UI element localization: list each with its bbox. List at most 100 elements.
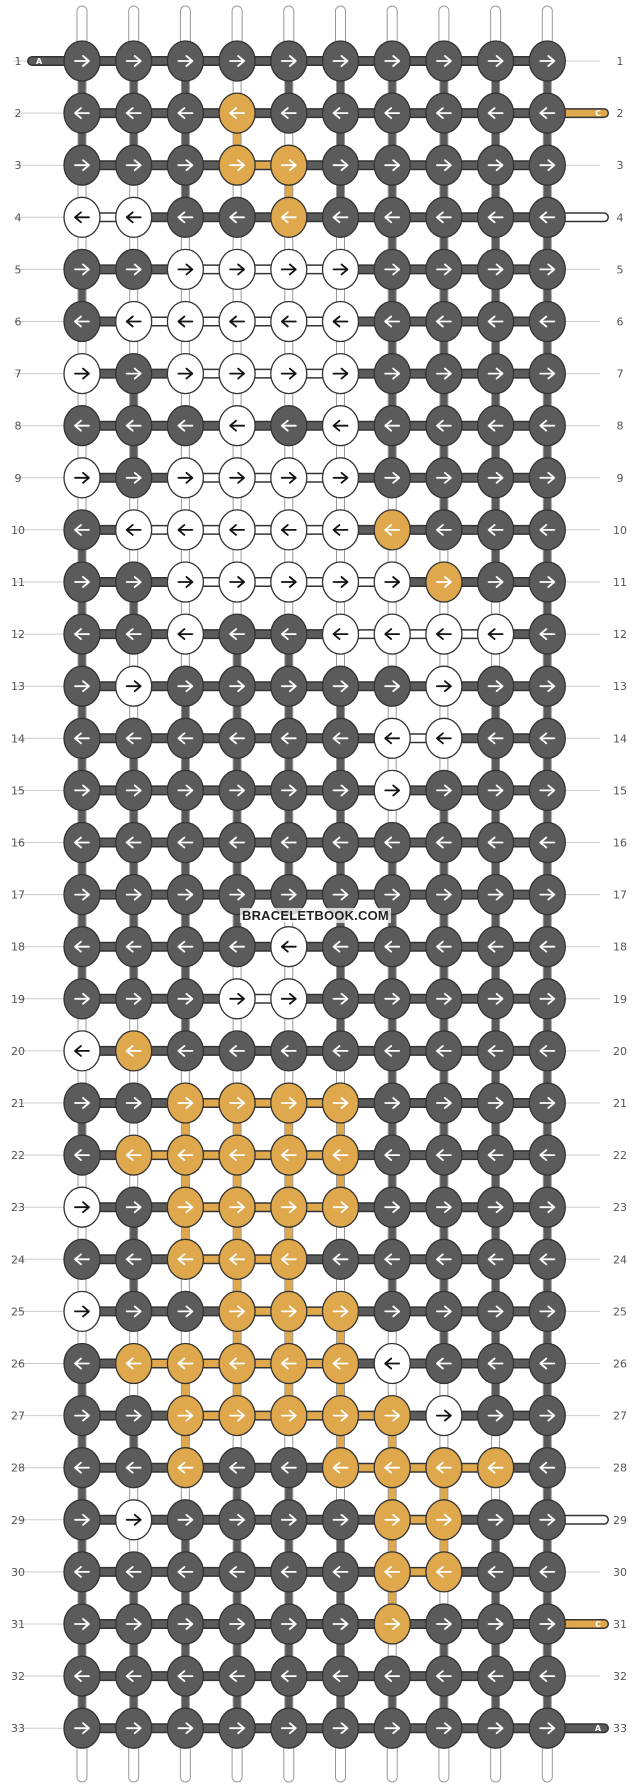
arrow-left-icon [332, 836, 349, 849]
arrow-right-icon [539, 1305, 556, 1318]
arrow-right-icon [487, 1722, 504, 1735]
arrow-right-icon [229, 784, 246, 797]
arrow-left-icon [487, 1149, 504, 1161]
arrow-left-icon [435, 1357, 452, 1370]
arrow-right-icon [280, 784, 297, 797]
arrow-left-icon [332, 107, 349, 119]
arrow-left-icon [487, 836, 504, 849]
arrow-left-icon [280, 211, 297, 224]
arrow-right-icon [384, 159, 401, 172]
arrow-left-icon [384, 107, 401, 119]
arrow-right-icon [332, 55, 349, 67]
arrow-left-icon [229, 836, 246, 849]
arrow-left-icon [280, 107, 297, 119]
arrow-left-icon [487, 1045, 504, 1057]
arrow-right-icon [487, 263, 504, 276]
arrow-right-icon [435, 1097, 452, 1109]
arrow-left-icon [487, 1253, 504, 1266]
arrow-left-icon [229, 107, 246, 119]
row-number-right: 14 [613, 732, 627, 745]
arrow-left-icon [539, 732, 556, 745]
arrow-right-icon [435, 1305, 452, 1318]
arrow-left-icon [539, 524, 556, 536]
row-number-left: 19 [11, 993, 25, 1006]
arrow-left-icon [125, 1253, 142, 1266]
arrow-left-icon [125, 1566, 142, 1578]
arrow-right-icon [229, 1618, 246, 1630]
arrow-left-icon [539, 1461, 556, 1474]
arrow-left-icon [435, 1566, 452, 1578]
arrow-left-icon [435, 732, 452, 745]
row-number-right: 9 [617, 472, 624, 485]
arrow-left-icon [435, 1461, 452, 1474]
row-number-right: 32 [613, 1670, 627, 1683]
row-number-right: 33 [613, 1722, 627, 1735]
arrow-left-icon [384, 1253, 401, 1266]
arrow-right-icon [384, 1513, 401, 1526]
row-number-left: 20 [11, 1045, 25, 1058]
arrow-right-icon [280, 1722, 297, 1735]
arrow-right-icon [332, 263, 349, 276]
watermark: BRACELETBOOK.COM [240, 908, 391, 923]
row-number-right: 23 [613, 1201, 627, 1214]
arrow-right-icon [332, 1201, 349, 1214]
arrow-right-icon [435, 367, 452, 380]
arrow-right-icon [280, 1513, 297, 1526]
arrow-right-icon [125, 1201, 142, 1214]
arrow-right-icon [332, 888, 349, 901]
arrow-right-icon [487, 576, 504, 588]
arrow-right-icon [229, 263, 246, 276]
row-number-right: 19 [613, 993, 627, 1006]
arrow-left-icon [384, 315, 401, 328]
row-number-right: 4 [617, 211, 624, 224]
arrow-left-icon [177, 732, 194, 745]
arrow-left-icon [539, 1045, 556, 1057]
arrow-right-icon [539, 1097, 556, 1109]
row-number-left: 22 [11, 1149, 25, 1162]
arrow-right-icon [332, 1618, 349, 1630]
arrow-left-icon [229, 1461, 246, 1474]
arrow-left-icon [74, 315, 90, 328]
arrow-left-icon [280, 628, 297, 640]
arrow-right-icon [280, 576, 297, 588]
arrow-left-icon [332, 419, 349, 432]
arrow-right-icon [229, 1722, 246, 1735]
arrow-right-icon [125, 1513, 142, 1526]
arrow-left-icon [229, 315, 246, 328]
arrow-right-icon [332, 784, 349, 797]
arrow-right-icon [177, 1201, 194, 1214]
arrow-right-icon [280, 471, 297, 484]
arrow-left-icon [332, 1461, 349, 1474]
row-number-right: 7 [617, 368, 624, 381]
arrow-left-icon [74, 1149, 90, 1161]
arrow-left-icon [177, 1149, 194, 1161]
arrow-right-icon [487, 680, 504, 693]
arrow-right-icon [539, 367, 556, 380]
arrow-right-icon [487, 159, 504, 172]
arrow-right-icon [74, 1097, 90, 1109]
row-number-left: 10 [11, 524, 25, 537]
arrow-left-icon [487, 732, 504, 745]
arrow-left-icon [177, 107, 194, 119]
arrow-right-icon [435, 159, 452, 172]
arrow-left-icon [539, 1357, 556, 1370]
arrow-right-icon [332, 471, 349, 484]
arrow-right-icon [280, 159, 297, 172]
arrow-right-icon [74, 888, 90, 901]
arrow-right-icon [384, 1201, 401, 1214]
arrow-right-icon [74, 784, 90, 797]
arrow-right-icon [384, 680, 401, 693]
arrow-left-icon [487, 419, 504, 432]
arrow-right-icon [177, 263, 194, 276]
arrow-right-icon [280, 367, 297, 380]
arrow-right-icon [177, 367, 194, 380]
arrow-right-icon [539, 1201, 556, 1214]
arrow-right-icon [384, 367, 401, 380]
arrow-right-icon [487, 471, 504, 484]
arrow-right-icon [384, 888, 401, 901]
arrow-right-icon [74, 992, 90, 1005]
arrow-right-icon [280, 1201, 297, 1214]
arrow-right-icon [74, 159, 90, 172]
arrow-right-icon [539, 55, 556, 67]
arrow-left-icon [435, 211, 452, 224]
